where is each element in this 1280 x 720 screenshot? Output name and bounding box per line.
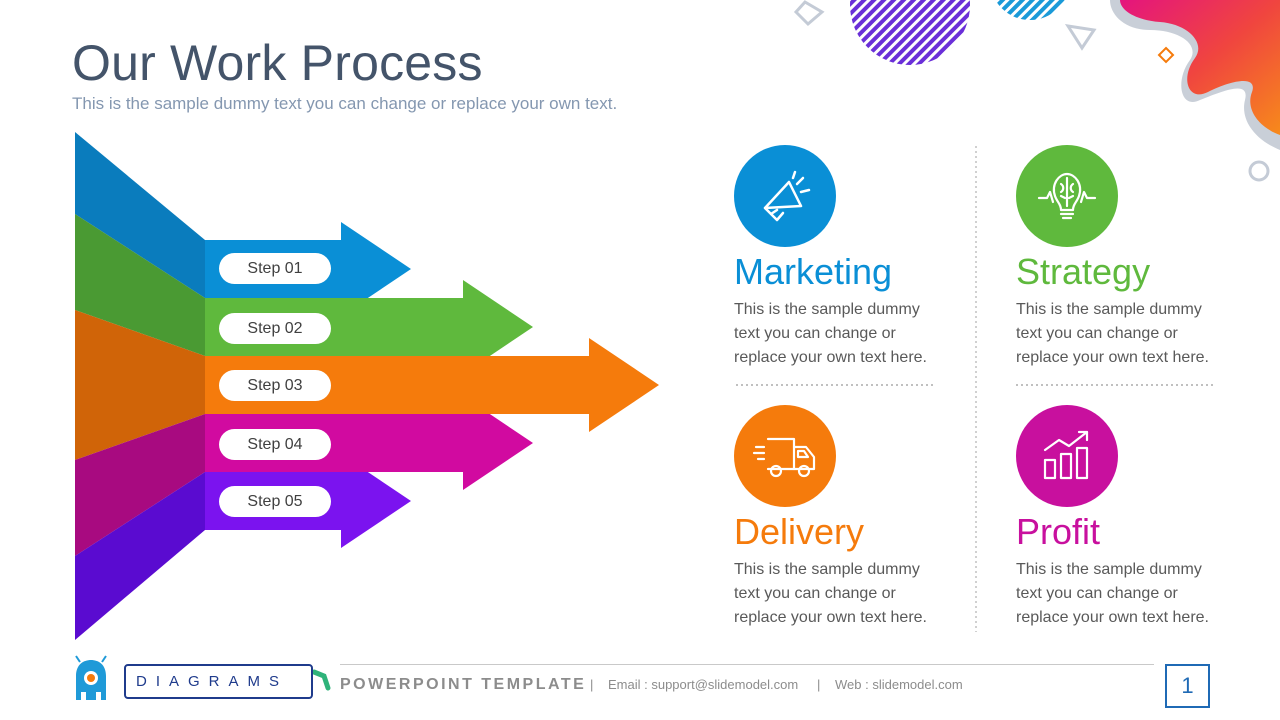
arrow-step-03 bbox=[205, 338, 659, 432]
card-text: This is the sample dummy text you can ch… bbox=[1016, 561, 1209, 626]
card-title: Profit bbox=[1016, 511, 1101, 552]
card-title: Strategy bbox=[1016, 251, 1151, 292]
card-delivery: Delivery This is the sample dummy text y… bbox=[734, 405, 974, 630]
megaphone-icon bbox=[734, 145, 836, 247]
card-text: This is the sample dummy text you can ch… bbox=[734, 301, 927, 366]
footer-separator: | bbox=[590, 677, 594, 692]
lightbulb-brain-icon bbox=[1016, 145, 1118, 247]
funnel-band-2 bbox=[75, 214, 205, 356]
growth-chart-icon bbox=[1016, 405, 1118, 507]
footer-separator: | bbox=[817, 677, 821, 692]
step-label-2: Step 02 bbox=[219, 313, 331, 344]
footer-divider bbox=[340, 664, 1154, 665]
step-label-5: Step 05 bbox=[219, 486, 331, 517]
page-subtitle: This is the sample dummy text you can ch… bbox=[72, 94, 618, 113]
funnel-band-3 bbox=[75, 310, 205, 460]
funnel-band-4 bbox=[75, 414, 205, 556]
funnel-band-5 bbox=[75, 472, 205, 640]
step-label-3: Step 03 bbox=[219, 370, 331, 401]
step-label-1: Step 01 bbox=[219, 253, 331, 284]
card-title: Marketing bbox=[734, 251, 893, 292]
card-marketing: Marketing This is the sample dummy text … bbox=[734, 145, 974, 370]
funnel-band-1 bbox=[75, 132, 205, 298]
delivery-truck-icon bbox=[734, 405, 836, 507]
footer-web[interactable]: Web : slidemodel.com bbox=[835, 677, 963, 692]
arrow-step-04 bbox=[205, 396, 533, 490]
template-label: POWERPOINT TEMPLATE bbox=[340, 676, 587, 693]
arrow-step-02 bbox=[205, 280, 533, 374]
card-title: Delivery bbox=[734, 511, 865, 552]
card-strategy: Strategy This is the sample dummy text y… bbox=[1016, 145, 1256, 370]
footer-email[interactable]: Email : support@slidemodel.com bbox=[608, 677, 799, 692]
page-number: 1 bbox=[1165, 664, 1210, 708]
page-title: Our Work Process bbox=[72, 35, 483, 91]
card-profit: Profit This is the sample dummy text you… bbox=[1016, 405, 1256, 630]
card-text: This is the sample dummy text you can ch… bbox=[734, 561, 927, 626]
mascot-logo-icon bbox=[75, 655, 107, 700]
step-label-4: Step 04 bbox=[219, 429, 331, 460]
brand-box: DIAGRAMS bbox=[124, 664, 313, 699]
card-text: This is the sample dummy text you can ch… bbox=[1016, 301, 1209, 366]
